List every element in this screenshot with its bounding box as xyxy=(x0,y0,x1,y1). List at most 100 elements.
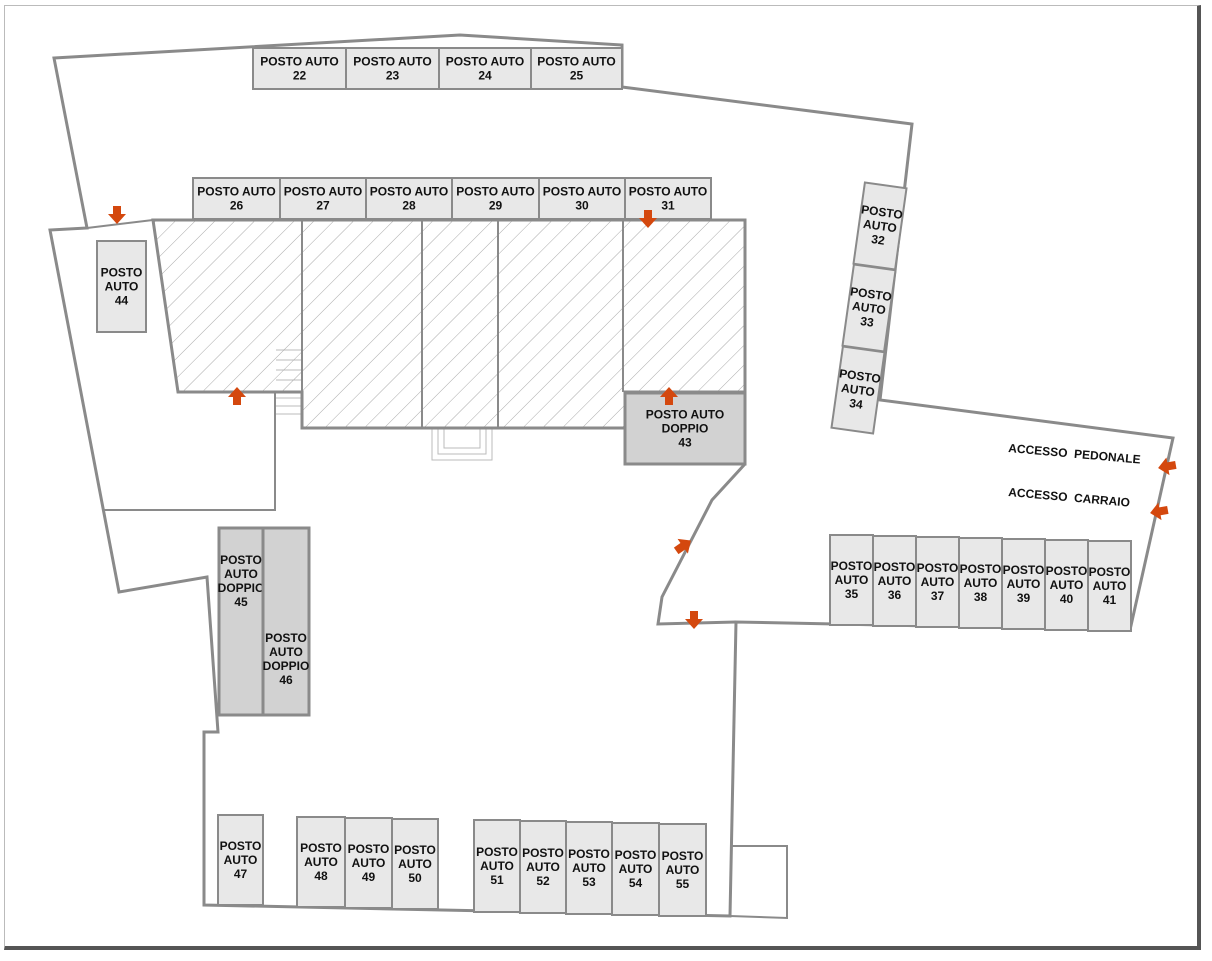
spot-label: 32 xyxy=(870,232,885,248)
vehicle-access-label: ACCESSO CARRAIO xyxy=(1008,485,1131,510)
spot-label: POSTO xyxy=(960,562,1002,576)
spot-box xyxy=(192,177,281,220)
access-arrow-icon xyxy=(639,210,657,228)
spot-label: 53 xyxy=(582,875,596,889)
access-arrow-icon xyxy=(1158,457,1177,476)
spot-box xyxy=(611,822,660,916)
spot-label: AUTO xyxy=(1093,579,1127,593)
spot-label: POSTO AUTO xyxy=(284,185,362,199)
spot-label: AUTO xyxy=(1050,578,1084,592)
spot-label: AUTO xyxy=(224,567,258,581)
spot-label: POSTO xyxy=(662,849,704,863)
spot-label: 33 xyxy=(859,314,874,330)
spot-box xyxy=(1087,540,1132,632)
spot-box xyxy=(830,345,886,435)
spot-label: 36 xyxy=(888,588,902,602)
spot-box xyxy=(252,47,347,90)
spot-label: 54 xyxy=(629,876,643,890)
spot-label: AUTO xyxy=(840,381,875,400)
spot-label: 38 xyxy=(974,590,988,604)
spot-label: AUTO xyxy=(269,645,303,659)
ramp-wall xyxy=(656,462,747,626)
access-arrow-icon xyxy=(108,206,126,224)
spot-label: 27 xyxy=(316,199,330,213)
spot-label: AUTO xyxy=(572,861,606,875)
spot-label: POSTO AUTO xyxy=(370,185,448,199)
spot-label: 49 xyxy=(362,870,376,884)
spot-box xyxy=(217,526,265,717)
spot-label: 37 xyxy=(931,589,945,603)
spot-box xyxy=(624,177,712,220)
spot-label: POSTO AUTO xyxy=(353,55,431,69)
spot-label: AUTO xyxy=(878,574,912,588)
spot-label: 51 xyxy=(490,873,504,887)
spot-label: 39 xyxy=(1017,591,1031,605)
access-arrow-icon xyxy=(660,387,678,405)
pedestrian-access-label: ACCESSO PEDONALE xyxy=(1008,441,1141,467)
spot-label: AUTO xyxy=(480,859,514,873)
spot-box xyxy=(958,537,1003,629)
spot-box xyxy=(391,818,439,910)
spot-label: 52 xyxy=(536,874,550,888)
spot-label: POSTO AUTO xyxy=(629,185,707,199)
spot-label: AUTO xyxy=(398,857,432,871)
spot-label: 44 xyxy=(115,294,129,308)
spot-label: POSTO xyxy=(220,839,262,853)
spot-label: AUTO xyxy=(862,217,897,236)
spot-box xyxy=(438,47,532,90)
spot-label: POSTO xyxy=(300,841,342,855)
spot-box xyxy=(261,526,311,717)
spot-box xyxy=(538,177,626,220)
spot-label: 22 xyxy=(293,69,307,83)
spot-label: POSTO xyxy=(476,845,518,859)
spot-label: POSTO xyxy=(1089,565,1131,579)
spot-label: 23 xyxy=(386,69,400,83)
spot-label: POSTO xyxy=(874,560,916,574)
spot-label: AUTO xyxy=(921,575,955,589)
spot-label: POSTO xyxy=(1046,564,1088,578)
spot-label: POSTO AUTO xyxy=(646,408,724,422)
spot-label: POSTO xyxy=(831,559,873,573)
spot-label: AUTO xyxy=(1007,577,1041,591)
spot-label: 31 xyxy=(661,199,675,213)
spot-label: AUTO xyxy=(224,853,258,867)
access-arrow-icon xyxy=(685,611,703,629)
spot-label: AUTO xyxy=(964,576,998,590)
spot-box xyxy=(451,177,540,220)
